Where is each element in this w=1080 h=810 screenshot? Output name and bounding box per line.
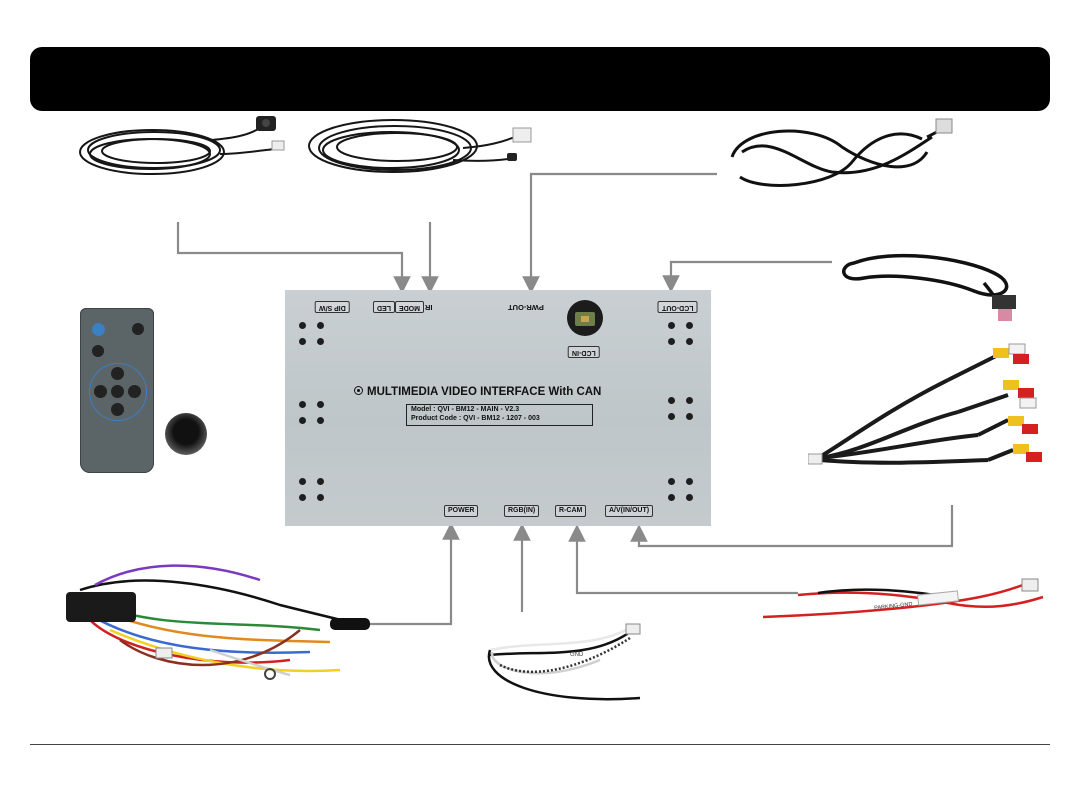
r-cam-label: R-CAM bbox=[555, 505, 587, 517]
model-info: Model : QVI - BM12 - MAIN - V2.3 Product… bbox=[406, 404, 593, 426]
av-line bbox=[630, 505, 954, 548]
module-title: MULTIMEDIA VIDEO INTERFACE With CAN bbox=[354, 386, 601, 398]
mount-hole bbox=[686, 413, 693, 420]
remote-control bbox=[80, 308, 154, 473]
lcd-out-line bbox=[662, 260, 832, 293]
mount-hole bbox=[317, 322, 324, 329]
ir-receiver-knob bbox=[165, 413, 207, 455]
pwr-out-cable bbox=[730, 118, 953, 187]
rgb-in-label: RGB(IN) bbox=[504, 505, 540, 517]
av-rca-harness bbox=[808, 343, 1042, 465]
ok-button-icon bbox=[111, 385, 124, 398]
rca-yellow-plug bbox=[1003, 380, 1019, 390]
mount-hole bbox=[299, 417, 306, 424]
led-mode-cable bbox=[308, 119, 532, 173]
power-label: POWER bbox=[444, 505, 479, 517]
interface-module: DIP S/W LED MODE IR PWR-OUT LCD-OUT LCD-… bbox=[285, 290, 711, 526]
mount-hole bbox=[668, 322, 675, 329]
product-code-line: Product Code : QVI - BM12 - 1207 - 003 bbox=[411, 414, 540, 422]
mount-hole bbox=[299, 494, 306, 501]
red-wire-tag: PARKING-GND bbox=[874, 602, 913, 612]
pwr-out-label: PWR-OUT bbox=[508, 303, 544, 312]
lcd-in-connector bbox=[567, 300, 603, 336]
lcd-connector-body bbox=[992, 295, 1016, 309]
mode-button-icon bbox=[132, 323, 144, 335]
dip-sw-label: DIP S/W bbox=[315, 301, 350, 313]
mount-hole bbox=[686, 338, 693, 345]
led-head bbox=[507, 153, 517, 161]
rca-yellow-plug bbox=[993, 348, 1009, 358]
r-cam-plug bbox=[1021, 578, 1039, 592]
model-line: Model : QVI - BM12 - MAIN - V2.3 bbox=[411, 406, 520, 413]
r-cam-wire: PARKING-GND bbox=[762, 578, 1044, 619]
power-harness-plug bbox=[155, 647, 173, 659]
mount-hole bbox=[686, 322, 693, 329]
mount-hole bbox=[317, 401, 324, 408]
av-harness-plug bbox=[808, 453, 823, 465]
dpad-ring bbox=[89, 363, 147, 421]
mount-hole bbox=[686, 478, 693, 485]
rca-red-plug bbox=[1013, 354, 1029, 364]
mount-hole bbox=[668, 494, 675, 501]
mount-hole bbox=[668, 478, 675, 485]
title-bar bbox=[30, 47, 1050, 111]
mount-hole bbox=[686, 494, 693, 501]
mount-hole bbox=[317, 494, 324, 501]
power-harness bbox=[66, 564, 370, 680]
rgb-in-cable: GND bbox=[487, 623, 641, 701]
down-button-icon bbox=[111, 403, 124, 416]
power-button-icon bbox=[92, 323, 105, 336]
ir-plug bbox=[271, 140, 285, 151]
footer-rule bbox=[30, 744, 1050, 745]
ir-label: IR bbox=[425, 303, 433, 312]
power-harness-box bbox=[66, 592, 136, 622]
mount-hole bbox=[668, 338, 675, 345]
rca-white-plug bbox=[1019, 397, 1037, 409]
pwr-out-plug bbox=[935, 118, 953, 134]
right-button-icon bbox=[128, 385, 141, 398]
mount-hole bbox=[299, 322, 306, 329]
left-button-icon bbox=[94, 385, 107, 398]
rca-red-plug bbox=[1026, 452, 1042, 462]
led-label: LED bbox=[373, 301, 395, 313]
pwr-out-line bbox=[522, 172, 717, 294]
mount-hole bbox=[299, 401, 306, 408]
mount-hole bbox=[668, 413, 675, 420]
ground-ring-icon bbox=[264, 668, 276, 680]
power-harness-connector bbox=[330, 618, 370, 630]
mount-hole bbox=[668, 397, 675, 404]
menu-button-icon bbox=[92, 345, 104, 357]
bullet-icon bbox=[354, 386, 363, 395]
module-title-text: MULTIMEDIA VIDEO INTERFACE With CAN bbox=[367, 386, 602, 398]
lcd-connector-pink bbox=[998, 309, 1012, 321]
rca-red-plug bbox=[1018, 388, 1034, 398]
rca-white-plug bbox=[1008, 343, 1026, 355]
power-line bbox=[368, 522, 460, 626]
ir-sensor-cable bbox=[79, 116, 285, 175]
mount-hole bbox=[299, 338, 306, 345]
up-button-icon bbox=[111, 367, 124, 380]
rca-yellow-plug bbox=[1013, 444, 1029, 454]
ir-sensor-line bbox=[176, 222, 411, 294]
rgb-in-plug bbox=[625, 623, 641, 635]
rca-red-plug bbox=[1022, 424, 1038, 434]
r-cam-tag bbox=[917, 590, 959, 606]
mount-hole bbox=[299, 478, 306, 485]
mount-hole bbox=[317, 338, 324, 345]
av-in-out-label: A/V(IN/OUT) bbox=[605, 505, 654, 517]
rca-yellow-plug bbox=[1008, 416, 1024, 426]
lcd-out-cable bbox=[842, 253, 1016, 321]
mount-hole bbox=[317, 417, 324, 424]
connector-pins bbox=[581, 316, 589, 322]
mode-label: MODE bbox=[395, 301, 424, 313]
mount-hole bbox=[686, 397, 693, 404]
led-plug bbox=[512, 127, 532, 143]
mount-hole bbox=[317, 478, 324, 485]
lcd-in-label: LCD-IN bbox=[568, 346, 600, 358]
lcd-out-label: LCD-OUT bbox=[658, 301, 698, 313]
r-cam-line bbox=[568, 524, 798, 595]
rgb-wire-tag: GND bbox=[570, 652, 584, 658]
